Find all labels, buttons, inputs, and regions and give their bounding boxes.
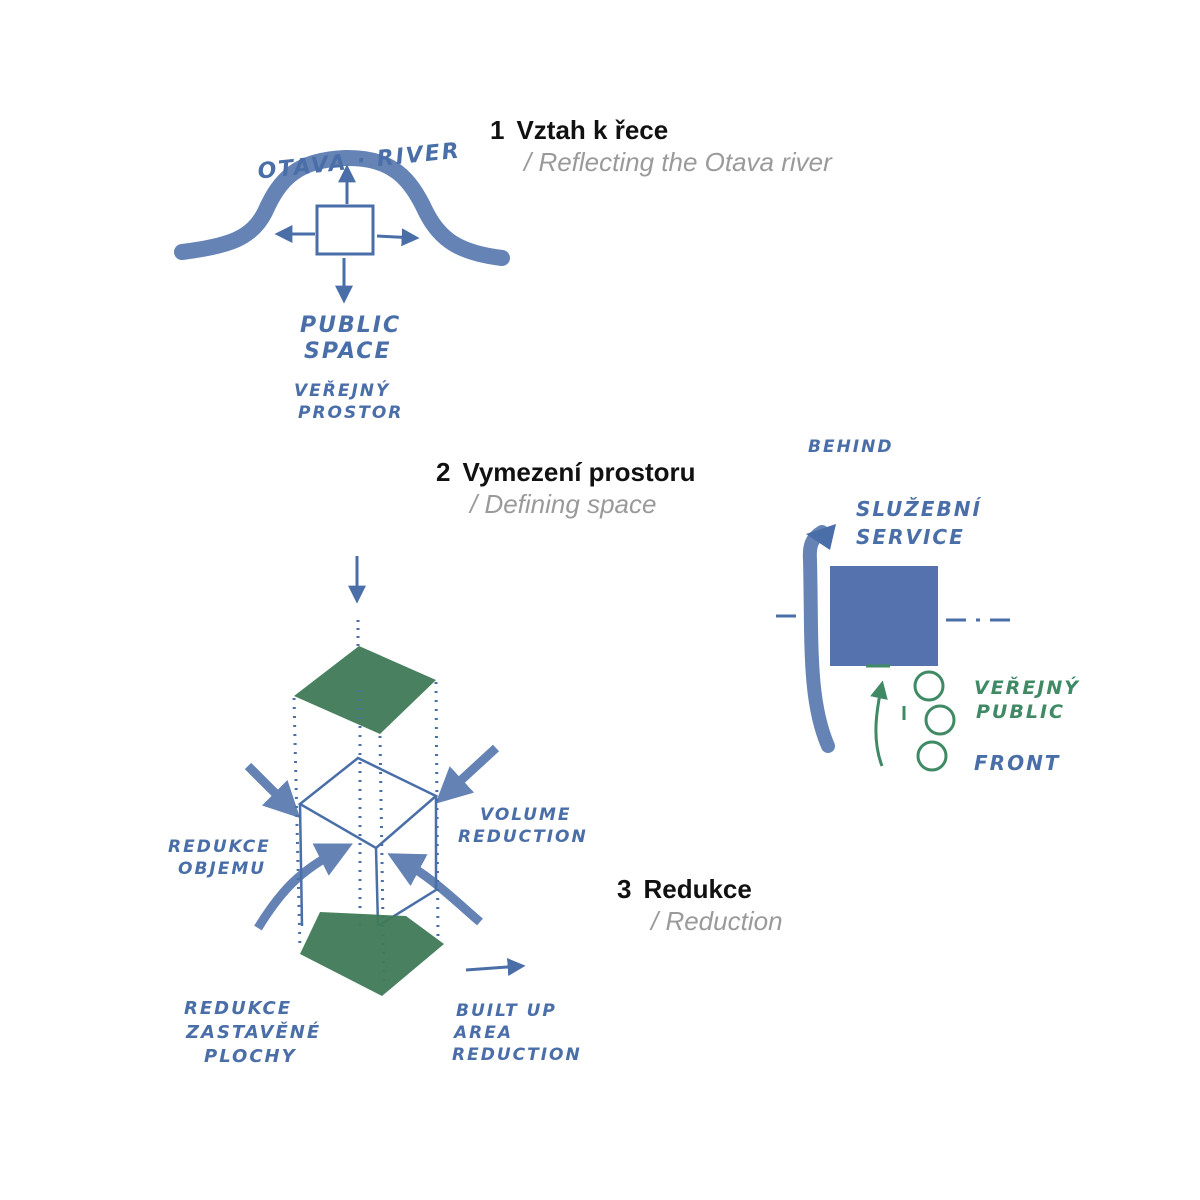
public-space-en-line2: SPACE <box>304 339 391 364</box>
area-cz-line2: ZASTAVĚNÉ <box>185 1021 321 1043</box>
area-cz-line1: REDUKCE <box>184 998 292 1019</box>
volume-cz-line1: REDUKCE <box>168 837 271 857</box>
bottom-green-plane <box>300 912 444 996</box>
cube-edge-left <box>298 803 304 927</box>
sketch-river: OTAVA · RIVER PUBLIC SPACE VEŘEJNÝ PROST… <box>174 138 510 423</box>
service-volume <box>830 566 938 666</box>
public-space-cz-line1: VEŘEJNÝ <box>294 379 390 401</box>
volume-en-line1: VOLUME <box>480 805 572 825</box>
area-en-line1: BUILT UP <box>456 1001 557 1021</box>
cube-edge-front <box>374 847 380 927</box>
public-circle-2 <box>924 704 956 736</box>
back-flow-arrow <box>802 525 835 753</box>
sketch-defining-space: BEHIND SLUŽEBNÍ SERVICE VEŘEJNÝ PUBLIC F… <box>776 437 1080 775</box>
sketch-reduction: REDUKCE OBJEMU VOLUME REDUCTION REDUKCE … <box>168 556 588 1067</box>
public-cz-label: VEŘEJNÝ <box>974 676 1080 699</box>
arrow-area-out <box>465 958 526 977</box>
caption-1-title: 1 Vztah k řece <box>490 114 832 146</box>
public-space-cz-line2: PROSTOR <box>298 403 403 423</box>
cube-top <box>297 756 439 850</box>
top-green-plane <box>294 646 436 734</box>
area-cz-line3: PLOCHY <box>204 1046 297 1067</box>
building-square <box>315 204 375 256</box>
public-en-label: PUBLIC <box>976 701 1065 723</box>
public-space-en-line1: PUBLIC <box>300 313 401 338</box>
behind-label: BEHIND <box>808 437 893 457</box>
front-label: FRONT <box>974 751 1060 775</box>
caption-3-title-text: Redukce <box>643 874 752 904</box>
service-cz-label: SLUŽEBNÍ <box>856 497 982 521</box>
caption-2-title: 2 Vymezení prostoru <box>436 456 696 488</box>
public-circle-3 <box>916 740 948 772</box>
front-flow-arrow <box>870 680 888 767</box>
caption-2-title-text: Vymezení prostoru <box>462 457 696 487</box>
caption-1-title-text: Vztah k řece <box>516 115 669 145</box>
area-en-line3: REDUCTION <box>452 1045 582 1065</box>
arrow-in-upper-right <box>435 744 500 804</box>
projection-line-left <box>292 697 302 951</box>
caption-3-subtitle: / Reduction <box>651 906 783 936</box>
service-en-label: SERVICE <box>856 525 965 549</box>
caption-2-number: 2 <box>436 457 451 487</box>
caption-1-number: 1 <box>490 115 505 145</box>
public-circle-1 <box>913 670 945 702</box>
volume-en-line2: REDUCTION <box>458 827 588 847</box>
volume-cz-line2: OBJEMU <box>178 859 266 879</box>
caption-3: 3 Redukce / Reduction <box>617 873 783 937</box>
river-label: OTAVA · RIVER <box>257 138 462 184</box>
back-flow-arrowhead <box>806 524 836 550</box>
arrow-in-lower-right <box>387 853 483 926</box>
caption-3-title: 3 Redukce <box>617 873 783 905</box>
river-curve <box>174 149 510 266</box>
caption-3-number: 3 <box>617 874 632 904</box>
area-en-line2: AREA <box>452 1023 513 1043</box>
caption-1-subtitle: / Reflecting the Otava river <box>524 147 832 177</box>
caption-2-subtitle: / Defining space <box>470 489 657 519</box>
caption-2: 2 Vymezení prostoru / Defining space <box>436 456 696 520</box>
arrow-right <box>376 228 420 247</box>
caption-1: 1 Vztah k řece / Reflecting the Otava riv… <box>490 114 832 178</box>
arrow-in-upper-left <box>244 762 301 819</box>
arrow-in-lower-left <box>254 843 353 931</box>
